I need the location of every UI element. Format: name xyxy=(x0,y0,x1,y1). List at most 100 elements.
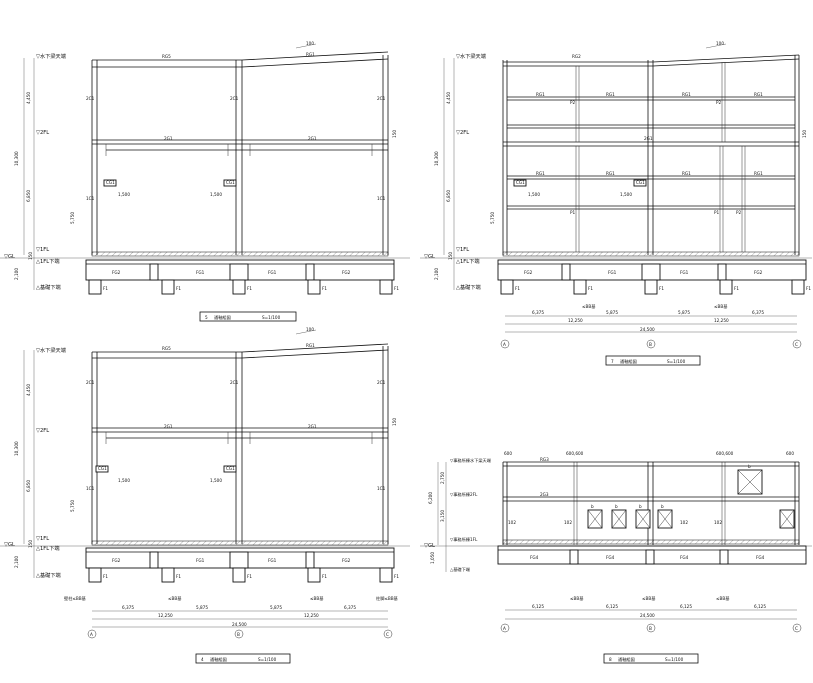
elevation-panel-3: ▽水下梁天端 ▽2FL ▽1FL ▽GL △1FL下端 △基礎下端 4,450 … xyxy=(0,327,410,664)
span-dim-1: 6,125 xyxy=(532,604,544,609)
dim-total-height: 10,300 xyxy=(14,441,19,456)
top-dim-2: 600,600 xyxy=(566,451,584,456)
opening-label-right: CG1 xyxy=(226,466,235,471)
opening-width-left: 1,500 xyxy=(118,478,130,483)
pile-label-1: F1 xyxy=(103,286,108,291)
opening-label-left: CG1 xyxy=(98,466,107,471)
footing-label-2: FG1 xyxy=(196,270,205,275)
level-label-top: ▽水下梁天端 xyxy=(36,52,66,60)
span-dim-2: 5,875 xyxy=(196,605,208,610)
footing-label-4: FG4 xyxy=(756,555,765,560)
level-label-sub: △1FL下端 xyxy=(36,257,60,265)
span-dim-1: 6,375 xyxy=(532,310,544,315)
pile-label-5: F1 xyxy=(394,286,399,291)
lower-col-label-1: 1C1 xyxy=(86,486,95,491)
col-label-2: 2C1 xyxy=(230,380,239,385)
dim-small-height: 5,750 xyxy=(70,500,75,512)
side-value: 150 xyxy=(392,130,397,138)
pile-label-2: F1 xyxy=(176,286,181,291)
dim-b1: 1,050 xyxy=(430,552,435,564)
footing-label-1: FG2 xyxy=(524,270,533,275)
level-label-base: △基礎下端 xyxy=(36,571,61,579)
footing-label-2: FG1 xyxy=(608,270,617,275)
opening-label-right: CG1 xyxy=(226,180,235,185)
post-label-4: P1 xyxy=(714,210,720,215)
level-label-1fl: ▽1FL xyxy=(36,247,49,253)
elevation-panel-2: ▽水下梁天端 ▽2FL ▽1FL ▽GL △1FL下端 △基礎下端 4,450 … xyxy=(420,41,812,366)
pile-label-2: F1 xyxy=(588,286,593,291)
mark-label-4: 柱脚≤BB基 xyxy=(376,595,399,602)
beam-label-roof: RG3 xyxy=(540,457,549,462)
half-dim-1: 12,250 xyxy=(158,613,173,618)
total-dim: 24,500 xyxy=(640,613,655,618)
pile-label-4: F1 xyxy=(322,286,327,291)
top-dim-4: 600 xyxy=(786,451,794,456)
post-label-3: P1 xyxy=(570,210,576,215)
panel-number: 5 xyxy=(205,315,208,320)
pile-label-4: F1 xyxy=(322,574,327,579)
slope-label: 100 xyxy=(716,41,724,46)
panel-scale: S=1/100 xyxy=(262,315,281,320)
grid-letter-b: B xyxy=(649,342,652,347)
half-dim-1: 12,250 xyxy=(568,318,583,323)
elevation-panel-4: ▽事務所棟水下梁天端 ▽事務所棟2FL ▽事務所棟1FL ▽GL △基礎下端 2… xyxy=(420,451,812,664)
mark-label-1: ≤BB基 xyxy=(570,595,584,601)
post-label-2: 102 xyxy=(564,520,572,525)
opening-width-left: 1,500 xyxy=(528,192,540,197)
col-label-1: 2C1 xyxy=(86,96,95,101)
grid-letter-a: A xyxy=(503,342,506,347)
girt-label-6: RG1 xyxy=(606,171,615,176)
mark-label-2: ≤BB基 xyxy=(714,303,728,309)
level-label-1fl: ▽1FL xyxy=(36,536,49,542)
opening-label-right: CG1 xyxy=(636,180,645,185)
beam-label-2fl-left: 2G1 xyxy=(164,136,173,141)
panel-title: 通軸組図 xyxy=(620,358,637,365)
beam-label-roof-right: RG1 xyxy=(306,52,315,57)
side-value: 150 xyxy=(802,130,807,138)
opening-width-right: 1,500 xyxy=(210,192,222,197)
panel-number: 8 xyxy=(609,657,612,662)
dim-lower-height: 6,850 xyxy=(446,190,451,202)
panel-title: 通軸組図 xyxy=(210,656,227,663)
panel-scale: S=1/100 xyxy=(665,657,684,662)
dim-total-height: 10,300 xyxy=(14,151,19,166)
post-label-3: 102 xyxy=(680,520,688,525)
pile-label-3: F1 xyxy=(247,574,252,579)
elevation-panel-1: ▽水下梁天端 ▽2FL ▽1FL ▽GL △1FL下端 △基礎下端 4,450 … xyxy=(0,41,410,322)
girt-label-4: RG1 xyxy=(754,92,763,97)
span-dim-4: 6,375 xyxy=(752,310,764,315)
panel-scale: S=1/100 xyxy=(667,359,686,364)
footing-label-1: FG4 xyxy=(530,555,539,560)
level-label-gl: ▽GL xyxy=(4,542,15,548)
beam-label-2fl-right: 2G1 xyxy=(308,424,317,429)
footing-label-3: FG1 xyxy=(680,270,689,275)
footing-label-4: FG2 xyxy=(342,558,351,563)
pile-label-3: F1 xyxy=(659,286,664,291)
footing-label-1: FG2 xyxy=(112,270,121,275)
dim-upper-height: 4,450 xyxy=(26,92,31,104)
span-dim-3: 5,875 xyxy=(270,605,282,610)
footing-label-1: FG2 xyxy=(112,558,121,563)
level-label-top: ▽水下梁天端 xyxy=(36,346,66,354)
pile-label-4: F1 xyxy=(734,286,739,291)
panel-title: 通軸組図 xyxy=(214,314,231,321)
dim-b2: 2,100 xyxy=(434,268,439,280)
span-dim-2: 6,125 xyxy=(606,604,618,609)
grid-letter-a: A xyxy=(503,626,506,631)
beam-label-2fl-right: 2G1 xyxy=(308,136,317,141)
footing-label-2: FG4 xyxy=(606,555,615,560)
girt-label-7: RG1 xyxy=(682,171,691,176)
girt-label-5: RG1 xyxy=(536,171,545,176)
footing-label-4: FG2 xyxy=(754,270,763,275)
panel-title: 通軸組図 xyxy=(618,656,635,663)
footing-label-3: FG1 xyxy=(268,558,277,563)
span-dim-2: 5,875 xyxy=(606,310,618,315)
level-label-gl: ▽GL xyxy=(424,254,435,260)
mark-label-1: 壁柱≤BB基 xyxy=(64,595,87,602)
level-label-2fl: ▽2FL xyxy=(456,130,469,136)
brace-label-4: b xyxy=(661,504,664,509)
grid-letter-a: A xyxy=(90,632,93,637)
beam-label-roof: RG5 xyxy=(162,54,171,59)
pile-label-1: F1 xyxy=(515,286,520,291)
mark-label-3: ≤BB基 xyxy=(716,595,730,601)
